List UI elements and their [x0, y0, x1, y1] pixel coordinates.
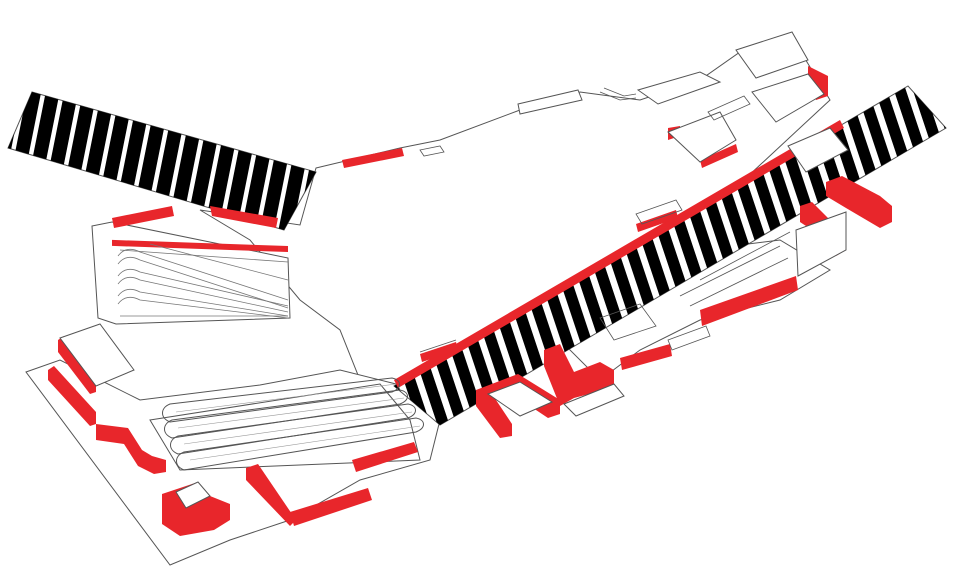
red-block — [826, 176, 892, 228]
red-block — [96, 424, 166, 474]
red-block — [290, 488, 372, 526]
stair-details — [419, 87, 791, 353]
red-block — [700, 276, 798, 326]
crosswalk-stripe — [902, 86, 945, 149]
crosswalk-stripe — [934, 86, 946, 130]
red-block — [58, 336, 96, 394]
escalator-hall-floor — [91, 221, 291, 325]
escalator-bank-upper — [112, 239, 289, 319]
red-block — [112, 206, 174, 228]
red-block — [620, 344, 672, 370]
crosswalk-stripe — [273, 145, 310, 230]
red-block — [700, 144, 738, 168]
red-block — [636, 210, 678, 232]
escalator-bank-lower — [149, 377, 424, 471]
red-wall-crosswalk-edge — [394, 120, 844, 388]
red-block — [420, 342, 458, 362]
red-block — [476, 374, 560, 438]
red-block — [210, 206, 278, 228]
building-volumes — [59, 31, 849, 509]
red-block — [48, 366, 96, 426]
red-block — [352, 442, 418, 472]
red-block — [246, 464, 296, 526]
red-block — [342, 148, 404, 168]
